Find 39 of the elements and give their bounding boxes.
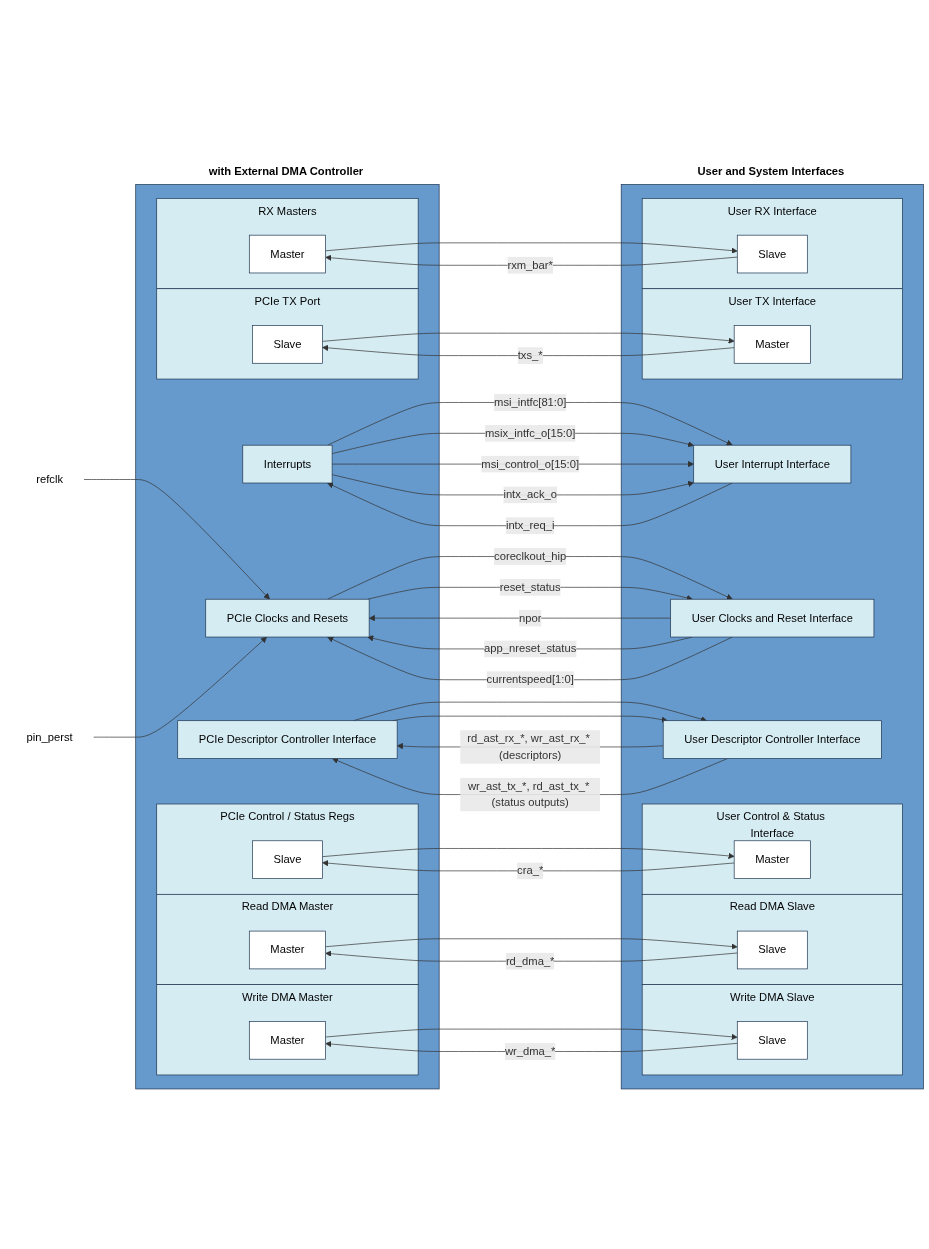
node-box: Slave [736, 234, 808, 274]
edge-label: reset_status [499, 580, 561, 593]
node-text: refclk [36, 472, 64, 485]
node-box: Master [248, 234, 326, 274]
node-box: Master [248, 1020, 326, 1060]
edge-label: msix_intfc_o[15:0] [485, 426, 576, 439]
node-box: Slave [736, 930, 808, 969]
cluster [620, 183, 924, 1090]
node-box: Slave [252, 840, 323, 879]
node-box: Master [733, 324, 811, 364]
edge-label: rd_ast_rx_*, wr_ast_rx_* (descriptors) [467, 731, 590, 761]
edge-label: intx_ack_o [503, 488, 557, 501]
node-text: pin_perst [26, 730, 73, 743]
edge-label: rd_dma_* [505, 954, 555, 967]
edge-label: msi_control_o[15:0] [481, 457, 580, 470]
node-box: Master [733, 840, 811, 879]
edge-label: cra_* [517, 864, 544, 877]
node-box: Interrupts [242, 444, 333, 484]
edge-label: msi_intfc[81:0] [494, 395, 567, 408]
edge-label: rxm_bar* [507, 258, 553, 271]
edge-label: txs_* [517, 349, 543, 361]
edge-label: npor [518, 611, 542, 624]
node-label: with External DMA Controller [208, 165, 364, 178]
edge-label: wr_ast_tx_*, rd_ast_tx_* (status outputs) [467, 779, 590, 809]
node-label: User and System Interfaces [697, 165, 845, 178]
edge-label: coreclkout_hip [494, 549, 567, 562]
edge-label: app_nreset_status [484, 642, 577, 655]
node-box: Slave [736, 1020, 808, 1060]
node-box: Master [248, 930, 326, 969]
edge-label: wr_dma_* [504, 1044, 556, 1057]
node-box: PCIe Clocks and Resets [205, 598, 370, 638]
node-box: Slave [252, 324, 323, 364]
cluster [135, 183, 440, 1090]
edge-label: currentspeed[1:0] [486, 673, 574, 686]
node-box: User Clocks and Reset Interface [670, 598, 875, 638]
node-box: User Descriptor Controller Interface [662, 720, 882, 759]
node-box: User Interrupt Interface [693, 444, 852, 484]
node-box: PCIe Descriptor Controller Interface [177, 720, 398, 759]
edge-label: intx_req_i [505, 519, 555, 532]
